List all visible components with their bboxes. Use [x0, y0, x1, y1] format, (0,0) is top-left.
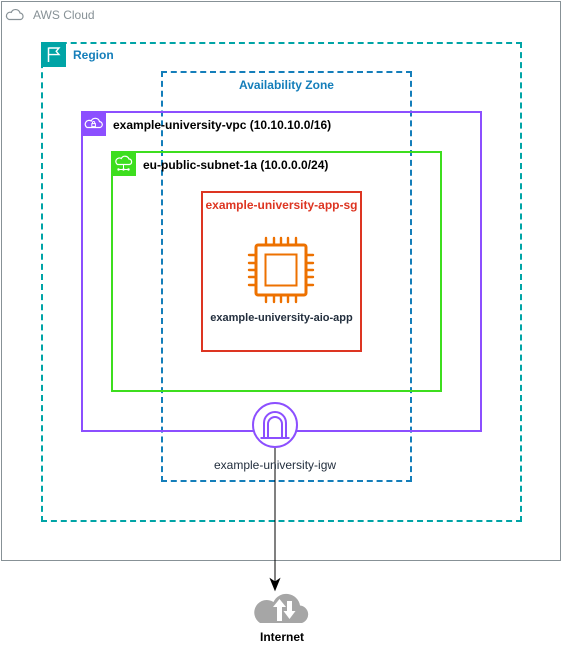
availability-zone-group: [161, 71, 412, 482]
ec2-instance-label: example-university-aio-app: [210, 312, 353, 324]
region-group: [41, 42, 522, 522]
public-subnet-icon: [111, 151, 136, 176]
availability-zone-label: Availability Zone: [239, 78, 334, 92]
aws-cloud-label: AWS Cloud: [33, 8, 95, 22]
ec2-instance-icon[interactable]: [242, 236, 320, 304]
internet-cloud-icon[interactable]: [252, 587, 312, 627]
security-group: [201, 191, 362, 352]
region-label: Region: [73, 48, 114, 62]
internet-label: Internet: [259, 630, 304, 644]
vpc-label: example-university-vpc (10.10.10.0/16): [113, 118, 332, 132]
flag-icon: [41, 42, 66, 67]
cloud-icon: [4, 4, 26, 26]
internet-gateway-icon[interactable]: [252, 402, 298, 448]
internet-gateway-label: example-university-igw: [214, 458, 337, 472]
igw-to-internet-connector: [269, 448, 281, 592]
aws-cloud-group: [1, 1, 561, 561]
public-subnet-label: eu-public-subnet-1a (10.0.0.0/24): [143, 158, 329, 172]
security-group-label: example-university-app-sg: [205, 198, 358, 212]
public-subnet-group: [111, 151, 442, 392]
vpc-icon: [81, 111, 106, 136]
